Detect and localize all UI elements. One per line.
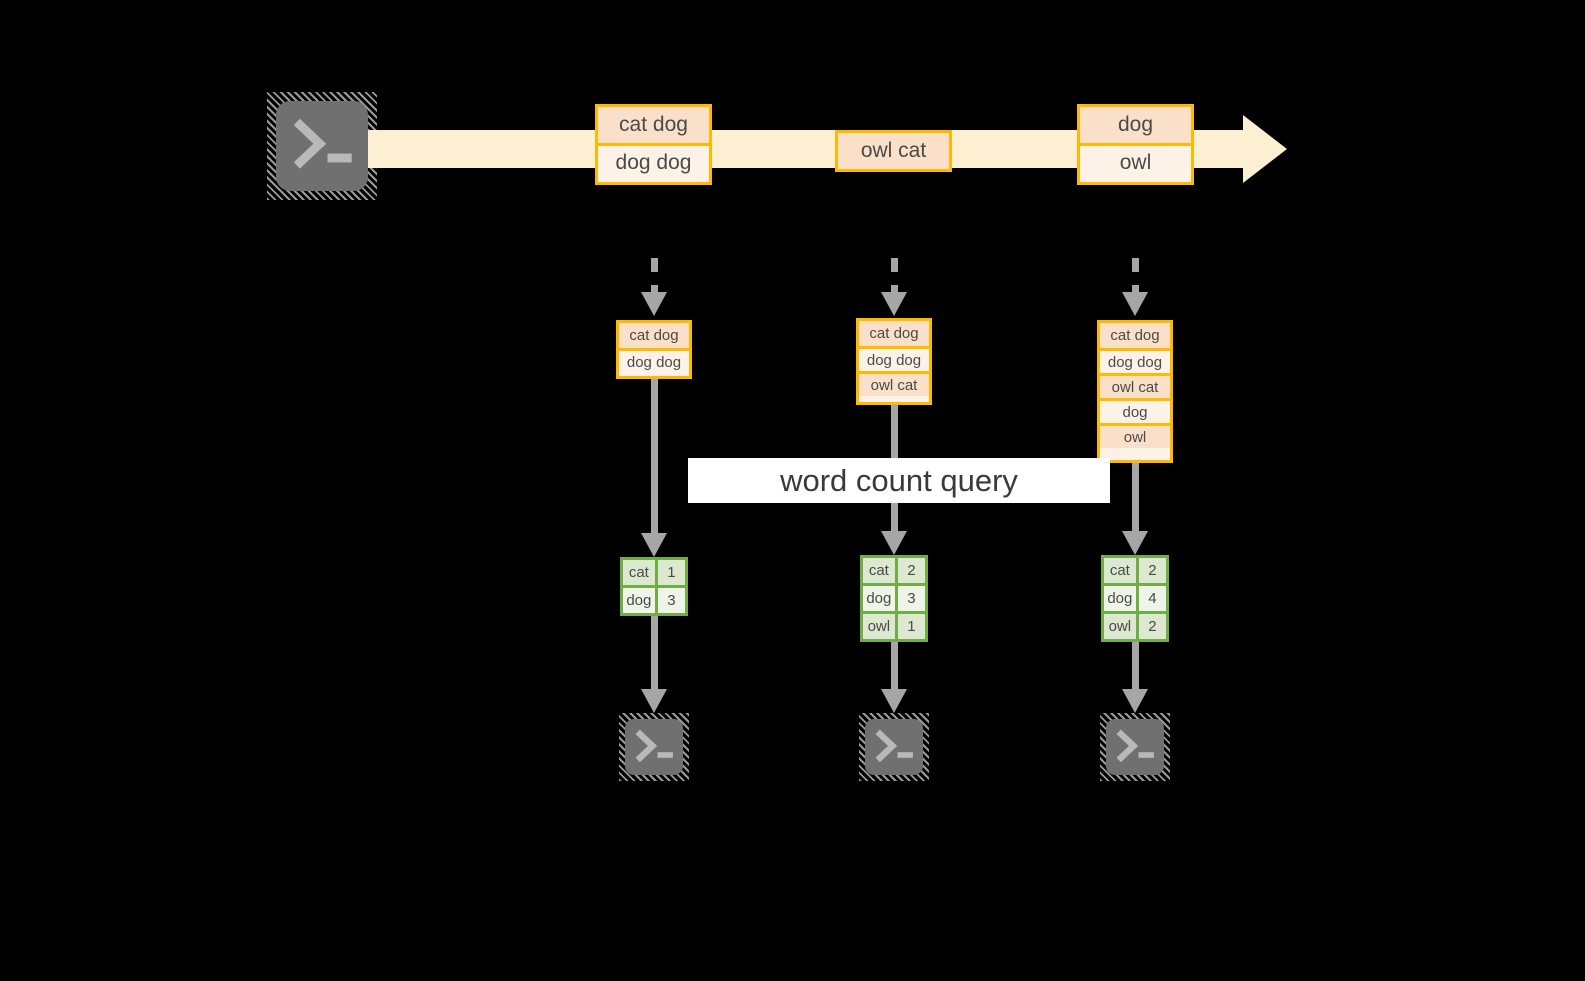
result-word: cat (1104, 558, 1139, 583)
result-word: dog (863, 586, 898, 611)
stream-tap-dashed-line-1 (650, 258, 658, 292)
record-row: cat dog (598, 107, 709, 143)
snapshot-2-consumer-terminal-icon: >_ (859, 713, 929, 781)
terminal-prompt-icon (635, 729, 673, 763)
result-arrowhead-icon-2 (881, 689, 907, 713)
record-row: owl cat (1100, 373, 1170, 398)
result-count: 2 (1138, 558, 1166, 583)
result-arrowhead-icon-1 (641, 689, 667, 713)
result-count: 1 (897, 614, 925, 639)
snapshot-3-consumer-terminal-icon: >_ (1100, 713, 1170, 781)
result-line-1 (650, 616, 658, 689)
record-row: cat dog (619, 323, 689, 348)
result-count: 1 (657, 560, 685, 585)
result-count: 3 (657, 588, 685, 613)
result-word: cat (623, 560, 658, 585)
result-count: 2 (897, 558, 925, 583)
result-word: owl (863, 614, 898, 639)
query-line-3 (1131, 463, 1139, 531)
result-line-3 (1131, 642, 1139, 689)
query-arrowhead-icon-2 (881, 531, 907, 555)
query-line-1 (650, 379, 658, 533)
result-word: owl (1104, 614, 1139, 639)
record-row: owl (1080, 143, 1191, 179)
terminal-prompt-icon (293, 118, 352, 169)
query-arrowhead-icon-1 (641, 533, 667, 557)
record-row: owl (1100, 423, 1170, 448)
record-row: cat dog (1100, 323, 1170, 348)
stream-tap-arrowhead-icon-3 (1122, 292, 1148, 316)
record-row: owl cat (838, 133, 949, 169)
record-row: dog dog (598, 143, 709, 179)
terminal-prompt-icon (875, 729, 913, 763)
result-line-2 (890, 642, 898, 689)
stream-tap-arrowhead-icon-2 (881, 292, 907, 316)
result-word: cat (863, 558, 898, 583)
stream-tap-dashed-line-3 (1131, 258, 1139, 292)
result-count: 3 (897, 586, 925, 611)
word-count-query-label-backdrop (688, 458, 1110, 503)
record-row: dog dog (1100, 348, 1170, 373)
result-count: 2 (1138, 614, 1166, 639)
snapshot-1-consumer-terminal-icon: >_ (619, 713, 689, 781)
record-row: dog (1100, 398, 1170, 423)
result-word: dog (623, 588, 658, 613)
word-count-query-label: word count query (780, 462, 1018, 498)
result-count: 4 (1138, 586, 1166, 611)
stream-group-2: owl cat (835, 130, 952, 172)
terminal-prompt-icon (1116, 729, 1154, 763)
record-row: dog dog (619, 348, 689, 373)
stream-tap-arrowhead-icon-1 (641, 292, 667, 316)
record-row: dog dog (859, 346, 929, 371)
producer-terminal-icon: >_ (267, 92, 377, 200)
result-word: dog (1104, 586, 1139, 611)
stream-tap-dashed-line-2 (890, 258, 898, 292)
result-arrowhead-icon-3 (1122, 689, 1148, 713)
stream-arrowhead-icon (1243, 115, 1287, 183)
record-row: dog (1080, 107, 1191, 143)
record-row: cat dog (859, 321, 929, 346)
record-row: owl cat (859, 371, 929, 396)
query-arrowhead-icon-3 (1122, 531, 1148, 555)
